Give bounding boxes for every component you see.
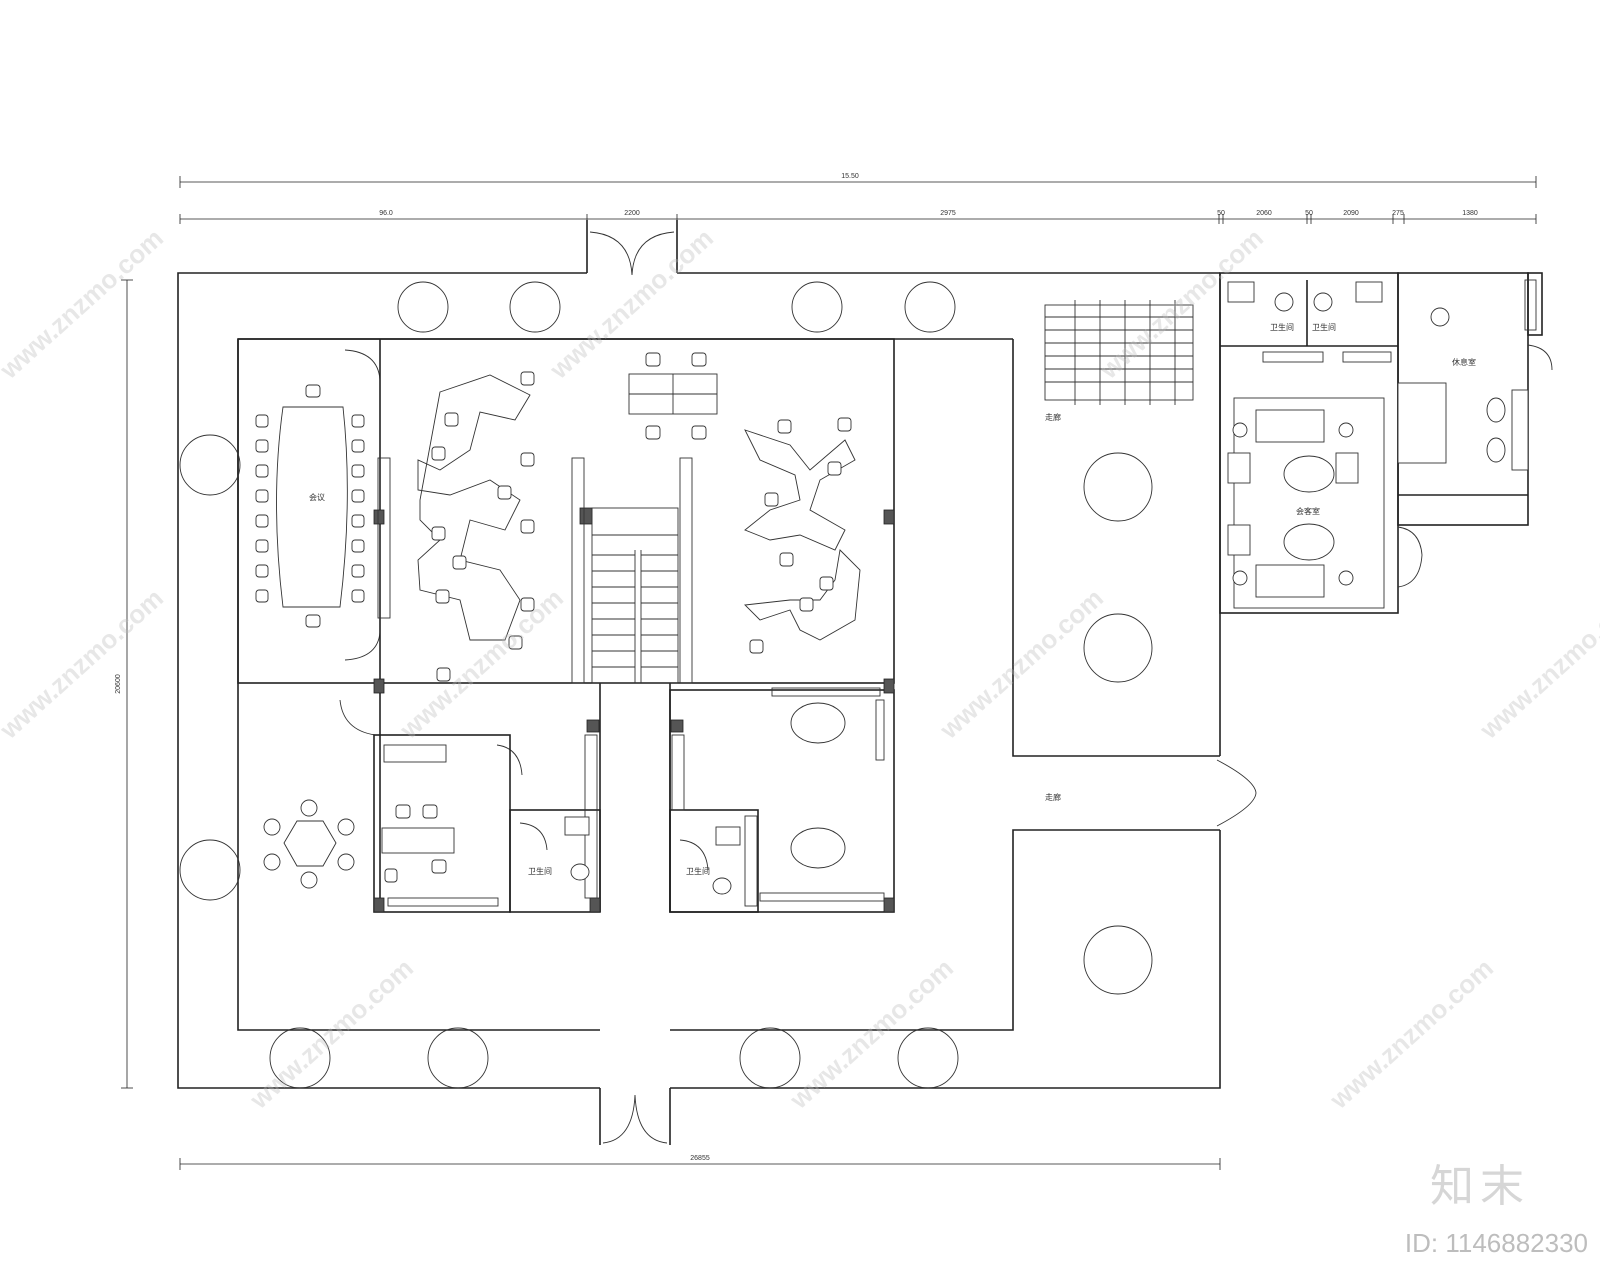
watermark-4: www.znzmo.com (0, 583, 169, 745)
central-building (237, 338, 895, 913)
dim-seg-2: 2200 (624, 210, 640, 217)
room-label-toilet-1: 卫生间 (528, 866, 552, 876)
dim-bottom-overall: 26855 (690, 1155, 710, 1162)
dim-seg-7: 2090 (1343, 210, 1359, 217)
dimension-lines: 15.50 96.0 2200 2975 50 2060 50 2090 275… (115, 173, 1537, 1170)
watermark-3: www.znzmo.com (1093, 223, 1269, 385)
dim-seg-9: 1380 (1462, 210, 1478, 217)
dim-seg-6: 50 (1305, 210, 1313, 217)
watermarks: www.znzmo.com www.znzmo.com www.znzmo.co… (0, 223, 1600, 1115)
room-label-reception: 会客室 (1296, 506, 1320, 516)
room-label-toilet-3: 卫生间 (1270, 322, 1294, 332)
brand-logo: 知末 (1430, 1161, 1530, 1212)
dim-seg-1: 96.0 (379, 210, 393, 217)
watermark-7: www.znzmo.com (1473, 583, 1600, 745)
lounge-table (263, 799, 355, 889)
workstation-cluster-right (744, 417, 861, 654)
dim-top-overall: 15.50 (841, 173, 859, 180)
room-label-rest: 休息室 (1452, 357, 1476, 367)
dim-seg-3: 2975 (940, 210, 956, 217)
label-corridor-2: 走廊 (1045, 792, 1061, 802)
image-id: ID: 1146882330 (1404, 1228, 1588, 1258)
doors (339, 231, 1257, 1144)
pergola: 走廊 (1044, 300, 1194, 422)
right-annex: 卫生间 卫生间 会客室 休息室 (1219, 272, 1553, 614)
dim-seg-4: 50 (1217, 210, 1225, 217)
watermark-8: www.znzmo.com (243, 953, 419, 1115)
lower-right-room (759, 687, 885, 902)
room-label-toilet-2: 卫生间 (686, 866, 710, 876)
workstation-center (628, 352, 718, 440)
landscape-trees (179, 281, 1153, 1089)
private-office (381, 744, 499, 907)
room-label-meeting: 会议 (309, 492, 325, 502)
dim-left-vertical: 20600 (115, 674, 122, 694)
watermark-9: www.znzmo.com (783, 953, 959, 1115)
dim-seg-5: 2060 (1256, 210, 1272, 217)
watermark-10: www.znzmo.com (1323, 953, 1499, 1115)
watermark-6: www.znzmo.com (933, 583, 1109, 745)
staircase (571, 457, 693, 899)
workstation-cluster-left (417, 371, 535, 682)
meeting-room: 会议 (276, 406, 391, 619)
label-corridor-1: 走廊 (1045, 412, 1061, 422)
central-toilets: 卫生间 卫生间 (528, 815, 758, 907)
room-label-toilet-4: 卫生间 (1312, 322, 1336, 332)
dim-seg-8: 275 (1392, 210, 1404, 217)
watermark-1: www.znzmo.com (0, 223, 169, 385)
meeting-chairs (255, 384, 365, 628)
